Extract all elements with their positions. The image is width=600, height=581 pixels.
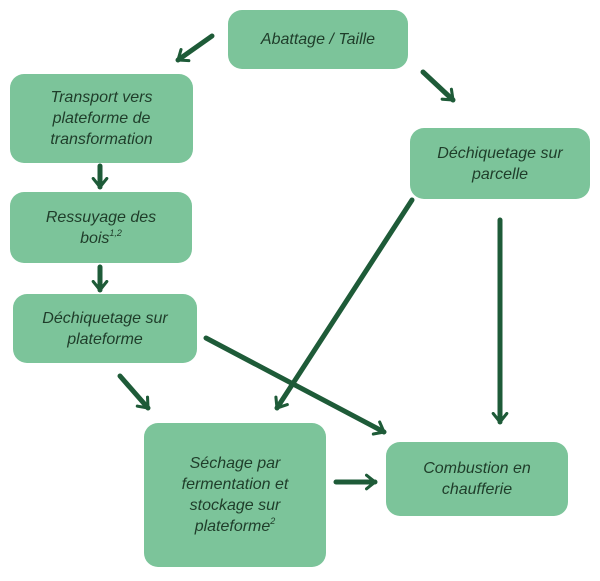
node-transport-label: Transport vers plateforme de transformat…	[50, 89, 153, 148]
node-abattage-label: Abattage / Taille	[260, 31, 376, 48]
node-dechiq-plateforme: Déchiquetage sur plateforme	[13, 294, 197, 363]
node-dechiq-parcelle-label: Déchiquetage sur parcelle	[437, 144, 563, 183]
arrow-dechiq-parcelle-to-sechage	[274, 197, 415, 411]
arrow-dechiq-plateforme-to-sechage	[117, 373, 151, 411]
node-dechiq-plateforme-label: Déchiquetage sur plateforme	[42, 309, 168, 348]
node-ressuyage-footnote: 1,2	[109, 227, 122, 238]
node-sechage: Séchage par fermentation et stockage sur…	[144, 423, 326, 567]
node-abattage: Abattage / Taille	[228, 10, 408, 69]
node-transport: Transport vers plateforme de transformat…	[10, 74, 193, 163]
node-dechiq-parcelle: Déchiquetage sur parcelle	[410, 128, 590, 199]
node-combustion-label: Combustion en chaufferie	[423, 460, 531, 498]
node-ressuyage-label: Ressuyage des bois1,2	[45, 208, 157, 247]
arrow-abattage-to-transport	[175, 33, 215, 63]
node-combustion: Combustion en chaufferie	[386, 442, 568, 516]
node-sechage-footnote: 2	[270, 516, 276, 526]
arrow-dechiq-plateforme-to-combustion	[203, 335, 387, 436]
arrow-abattage-to-dechiq-parcelle	[420, 69, 456, 103]
node-sechage-label: Séchage par fermentation et stockage sur…	[181, 455, 289, 535]
node-ressuyage: Ressuyage des bois1,2	[10, 192, 192, 263]
